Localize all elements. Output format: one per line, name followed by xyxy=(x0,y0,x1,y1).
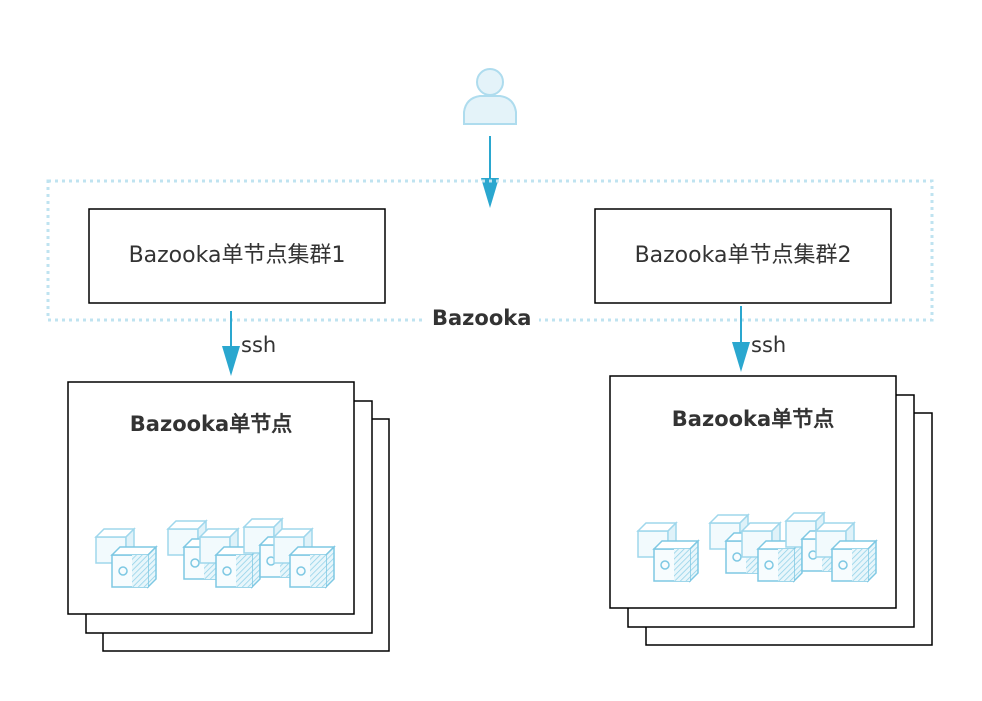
cluster-label-1: Bazooka单节点集群1 xyxy=(128,243,346,268)
node-stack-1 xyxy=(67,381,390,652)
ssh-label-2: ssh xyxy=(751,333,787,357)
ssh-label-1: ssh xyxy=(241,333,277,357)
ssh-arrow-1 xyxy=(222,311,240,376)
user-arrow xyxy=(481,136,499,208)
cluster-box-2 xyxy=(594,208,892,304)
cluster-box-1 xyxy=(88,208,386,304)
user-icon xyxy=(463,68,517,125)
node-title-1: Bazooka单节点 xyxy=(129,412,293,436)
node-stack-2 xyxy=(609,375,933,646)
outer-label: Bazooka xyxy=(424,306,540,330)
cluster-label-2: Bazooka单节点集群2 xyxy=(634,243,852,268)
ssh-arrow-2 xyxy=(732,306,750,372)
node-title-2: Bazooka单节点 xyxy=(671,407,835,431)
